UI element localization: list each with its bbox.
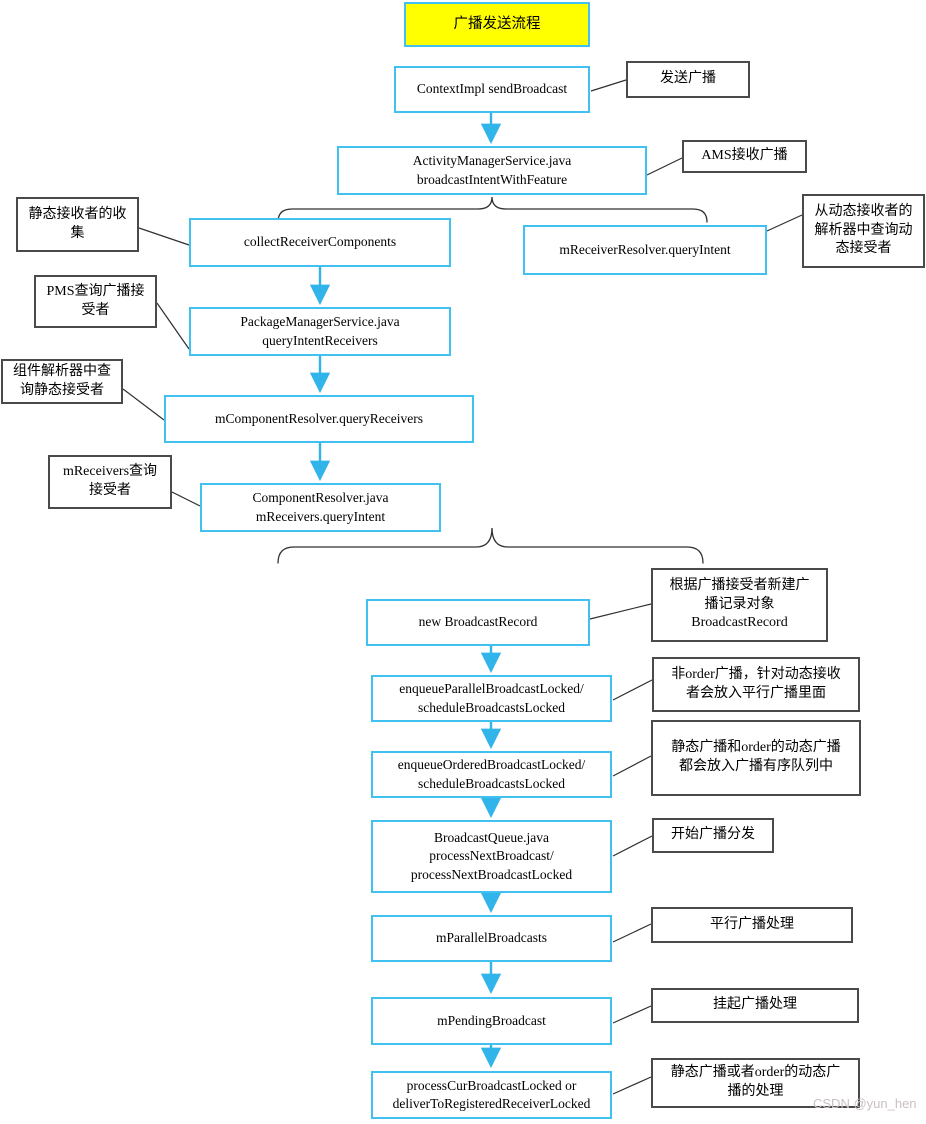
brace-under-componentresolver [277,527,704,564]
annotation-dynamic-receiver-query: 从动态接收者的 解析器中查询动 态接受者 [802,194,925,268]
connector-ams-receive [646,157,683,176]
annotation-mreceivers-query: mReceivers查询 接受者 [48,455,172,509]
node-new-broadcastrecord: new BroadcastRecord [366,599,590,646]
annotation-component-resolver-query: 组件解析器中查 询静态接受者 [1,359,123,404]
diagram-title: 广播发送流程 [404,2,590,47]
annotation-send-broadcast: 发送广播 [626,61,750,98]
annotation-connectors [122,79,803,1095]
node-mreceiverresolver-queryintent: mReceiverResolver.queryIntent [523,225,767,275]
flow-arrows [309,113,502,1069]
node-ams-broadcastintentwithfeature: ActivityManagerService.java broadcastInt… [337,146,647,195]
connector-static-collect [138,227,190,246]
annotation-start-dispatch: 开始广播分发 [652,818,774,853]
connector-new-record [589,603,652,620]
annotation-parallel-handling: 平行广播处理 [651,907,853,943]
node-enqueueparallelbroadcastlocked: enqueueParallelBroadcastLocked/ schedule… [371,675,612,722]
node-collectreceivercomponents: collectReceiverComponents [189,218,451,267]
annotation-static-receiver-collect: 静态接收者的收 集 [16,197,139,252]
node-contextimpl-sendbroadcast: ContextImpl sendBroadcast [394,66,590,113]
connector-static-order [612,755,652,777]
connector-dynamic-query [766,214,803,232]
connector-static-or-order-handle [612,1076,652,1095]
annotation-new-record: 根据广播接受者新建广 播记录对象 BroadcastRecord [651,568,828,642]
annotation-ams-receive: AMS接收广播 [682,140,807,173]
connector-pms-query [156,302,190,350]
connector-parallel-handle [612,923,652,943]
node-mparallelbroadcasts: mParallelBroadcasts [371,915,612,962]
brace-under-ams [277,196,708,223]
node-packagemanagerservice-queryintentreceivers: PackageManagerService.java queryIntentRe… [189,307,451,356]
node-mpendingbroadcast: mPendingBroadcast [371,997,612,1045]
node-broadcastqueue-processnextbroadcast: BroadcastQueue.java processNextBroadcast… [371,820,612,893]
node-componentresolver-mreceivers-queryintent: ComponentResolver.java mReceivers.queryI… [200,483,441,532]
node-processcurbroadcastlocked: processCurBroadcastLocked or deliverToRe… [371,1071,612,1119]
braces [277,196,708,564]
node-mcomponentresolver-queryreceivers: mComponentResolver.queryReceivers [164,395,474,443]
connector-start-dispatch [612,835,653,857]
connector-pending-handle [612,1005,652,1024]
connector-mreceivers-query [171,491,201,507]
annotation-static-or-order-handling: 静态广播或者order的动态广 播的处理 [651,1058,860,1108]
node-enqueueorderedbroadcastlocked: enqueueOrderedBroadcastLocked/ scheduleB… [371,751,612,798]
annotation-non-order: 非order广播，针对动态接收 者会放入平行广播里面 [652,657,860,712]
connector-send-broadcast [590,79,627,92]
connector-non-order [612,679,653,701]
csdn-watermark: CSDN @yun_hen [813,1096,917,1111]
connector-resolver-query [122,388,165,421]
annotation-static-and-order: 静态广播和order的动态广播 都会放入广播有序队列中 [651,720,861,796]
annotation-pending-handling: 挂起广播处理 [651,988,859,1023]
annotation-pms-query: PMS查询广播接 受者 [34,275,157,328]
